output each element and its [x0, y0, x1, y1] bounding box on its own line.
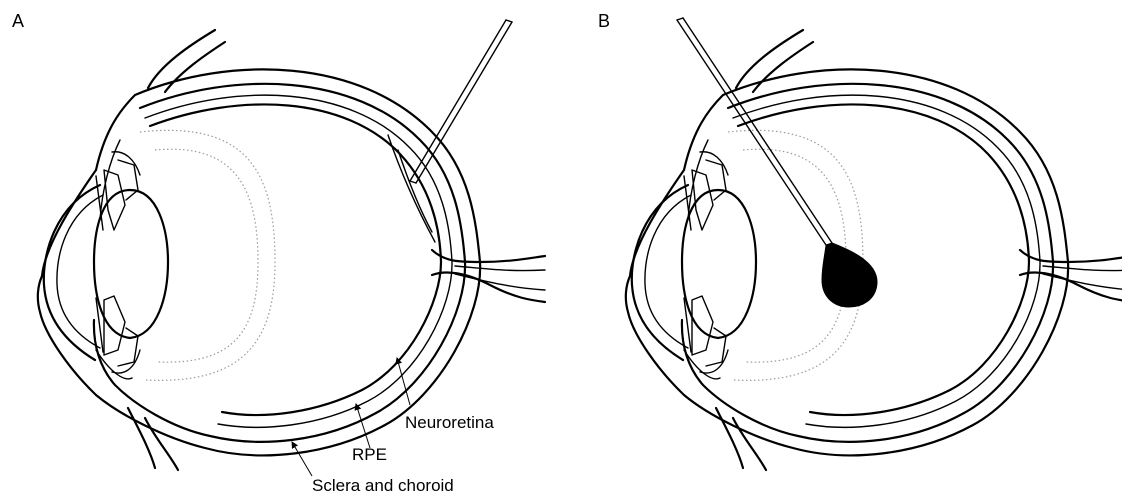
- panel-a-label: A: [12, 11, 24, 31]
- surgical-probe-b: [677, 18, 832, 245]
- rpe-pointer: [356, 404, 370, 448]
- panel-b: B: [598, 11, 1122, 470]
- eye-cross-section-a: [38, 30, 545, 470]
- sclera-choroid-pointer: [292, 442, 312, 476]
- eye-cross-section-b: [626, 30, 1122, 470]
- sclera-choroid-label: Sclera and choroid: [312, 476, 454, 495]
- tamponade-droplet: [822, 243, 877, 307]
- rpe-label: RPE: [352, 445, 387, 464]
- surgical-probe-a: [410, 20, 512, 183]
- panel-a: A Neuroretina RPE Sclera and choroid: [12, 11, 545, 495]
- neuroretina-label: Neuroretina: [405, 413, 494, 432]
- panel-b-label: B: [598, 11, 610, 31]
